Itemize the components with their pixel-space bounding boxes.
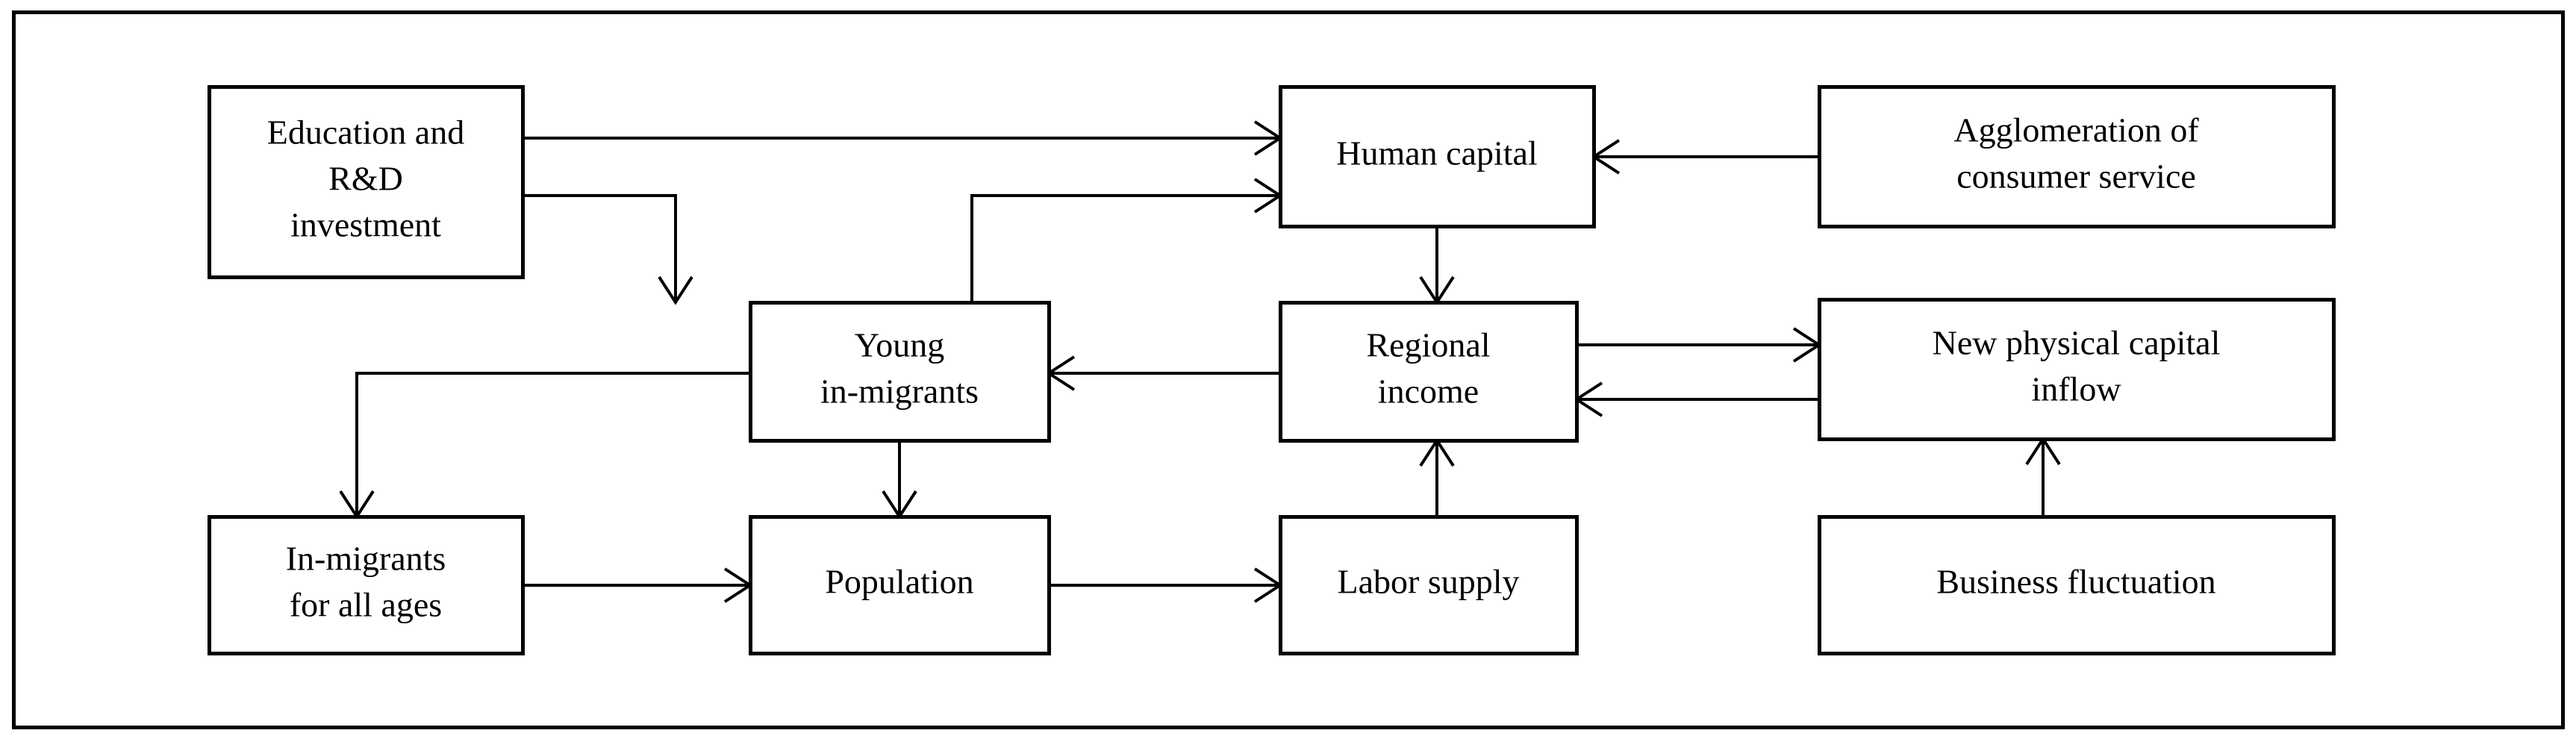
edge-population-to-labor-supply <box>1049 567 1283 603</box>
edges-layer <box>339 120 2061 603</box>
edge-regional-income-to-young-in-migrants <box>1046 355 1280 391</box>
node-label-population: Population <box>825 562 973 600</box>
node-box-education[interactable] <box>208 85 525 279</box>
node-young_in_migrants[interactable]: Young in-migrants <box>749 301 1051 443</box>
node-label-line: Agglomeration of <box>1953 110 2199 149</box>
node-box-young_in_migrants[interactable] <box>749 301 1051 443</box>
node-label-line: Labor supply <box>1337 562 1519 600</box>
node-label-line: for all ages <box>290 585 442 623</box>
arrow-head-icon-education-to-young-in-migrants <box>658 275 693 305</box>
edge-line-young-in-migrants-to-human-capital <box>970 194 1280 302</box>
edge-regional-income-to-new-physical-capital <box>1577 327 1822 363</box>
node-label-new_physical_capital: New physical capital inflow <box>1933 323 2221 408</box>
edge-young-in-migrants-to-population <box>882 440 917 520</box>
node-label-line: In-migrants <box>286 539 446 577</box>
node-human_capital[interactable]: Human capital <box>1279 85 1596 228</box>
node-label-agglomeration: Agglomeration of consumer service <box>1953 110 2199 195</box>
edge-human-capital-to-regional-income <box>1419 226 1455 305</box>
edge-young-in-migrants-to-human-capital <box>970 178 1283 302</box>
edge-young-in-migrants-to-in-migrants-all-ages <box>339 372 750 520</box>
node-label-in_migrants_all_ages: In-migrants for all ages <box>286 539 446 623</box>
node-business_fluctuation[interactable]: Business fluctuation <box>1818 515 2336 655</box>
node-label-line: investment <box>290 205 441 243</box>
node-label-line: income <box>1378 372 1479 410</box>
node-label-line: Regional <box>1366 325 1490 364</box>
node-label-line: R&D <box>328 159 403 197</box>
node-label-line: consumer service <box>1956 157 2196 195</box>
node-label-line: Population <box>825 562 973 600</box>
node-box-regional_income[interactable] <box>1279 301 1579 443</box>
edge-agglomeration-to-human-capital <box>1591 139 1819 175</box>
node-label-line: Business fluctuation <box>1936 562 2215 600</box>
node-label-line: in-migrants <box>820 372 979 410</box>
node-labor_supply[interactable]: Labor supply <box>1279 515 1579 655</box>
node-label-young_in_migrants: Young in-migrants <box>820 325 979 410</box>
node-box-population[interactable] <box>749 515 1051 655</box>
edge-in-migrants-all-ages-to-population <box>523 567 753 603</box>
node-box-business_fluctuation[interactable] <box>1818 515 2336 655</box>
node-agglomeration[interactable]: Agglomeration of consumer service <box>1818 85 2336 228</box>
node-regional_income[interactable]: Regional income <box>1279 301 1579 443</box>
outer-frame <box>12 10 2565 729</box>
node-label-line: inflow <box>2031 370 2121 408</box>
node-label-regional_income: Regional income <box>1366 325 1490 410</box>
node-label-line: Young <box>855 325 945 364</box>
node-population[interactable]: Population <box>749 515 1051 655</box>
node-in_migrants_all_ages[interactable]: In-migrants for all ages <box>208 515 525 655</box>
node-label-line: Education and <box>267 113 464 151</box>
node-label-line: Human capital <box>1336 134 1538 172</box>
node-new_physical_capital[interactable]: New physical capital inflow <box>1818 298 2336 441</box>
node-label-human_capital: Human capital <box>1336 134 1538 172</box>
edge-line-young-in-migrants-to-in-migrants-all-ages <box>355 372 750 517</box>
node-box-new_physical_capital[interactable] <box>1818 298 2336 441</box>
edge-business-fluctuation-to-new-physical-capital <box>2025 436 2061 517</box>
node-label-labor_supply: Labor supply <box>1337 562 1519 600</box>
edge-labor-supply-to-regional-income <box>1419 437 1455 517</box>
node-label-line: New physical capital <box>1933 323 2221 361</box>
edge-education-to-human-capital <box>523 120 1283 156</box>
edge-new-physical-capital-to-regional-income <box>1574 381 1819 417</box>
node-box-agglomeration[interactable] <box>1818 85 2336 228</box>
node-box-in_migrants_all_ages[interactable] <box>208 515 525 655</box>
node-label-business_fluctuation: Business fluctuation <box>1936 562 2215 600</box>
node-box-labor_supply[interactable] <box>1279 515 1579 655</box>
edge-education-to-young-in-migrants <box>523 194 693 305</box>
node-box-human_capital[interactable] <box>1279 85 1596 228</box>
edge-line-education-to-young-in-migrants <box>523 194 677 302</box>
